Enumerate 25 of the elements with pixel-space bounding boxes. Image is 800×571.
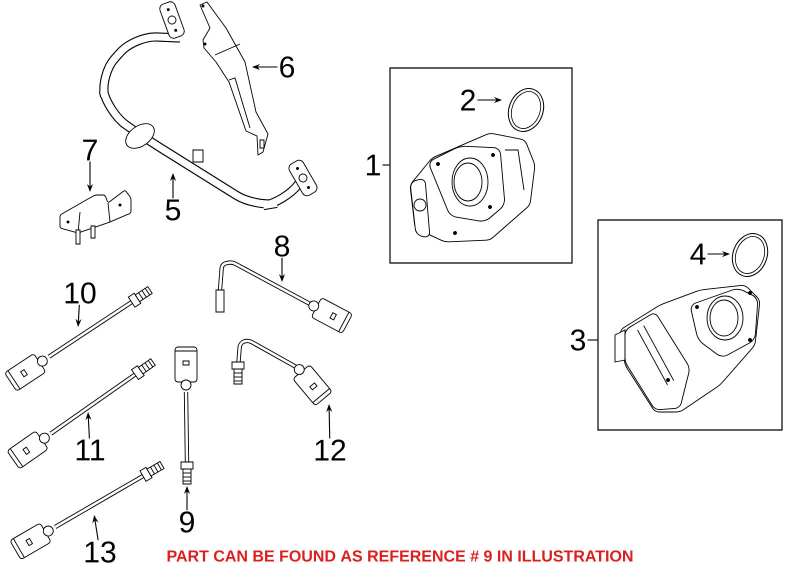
callout-number: 2 (461, 90, 475, 110)
gasket-ring-drawing (508, 88, 544, 132)
valve-drawing (614, 284, 760, 412)
callout-number: 8 (274, 235, 290, 257)
valve-drawing (410, 133, 536, 242)
callout-number: 13 (86, 541, 116, 563)
gasket-ring-drawing (732, 233, 768, 277)
leader-line (382, 164, 390, 166)
callout-number: 5 (166, 200, 180, 220)
callout-number: 10 (66, 282, 96, 304)
sensor-drawing (216, 260, 352, 333)
sensor-drawing (8, 358, 156, 468)
pressure-sensor-drawing (60, 190, 132, 244)
callout-number: 12 (316, 440, 346, 460)
leader-line (588, 339, 598, 341)
callout-number: 4 (690, 244, 706, 264)
sensor-drawing (174, 346, 198, 484)
callout-number: 7 (83, 140, 97, 160)
inset-frame (597, 219, 783, 431)
sensor-drawing (232, 338, 332, 405)
note-text: PART CAN BE FOUND AS REFERENCE # 9 IN ILLUSTRATION (168, 550, 632, 562)
inset-frame (389, 67, 573, 264)
callout-number: 1 (366, 154, 380, 176)
callout-number: 3 (570, 329, 586, 351)
callout-number: 9 (180, 511, 194, 533)
